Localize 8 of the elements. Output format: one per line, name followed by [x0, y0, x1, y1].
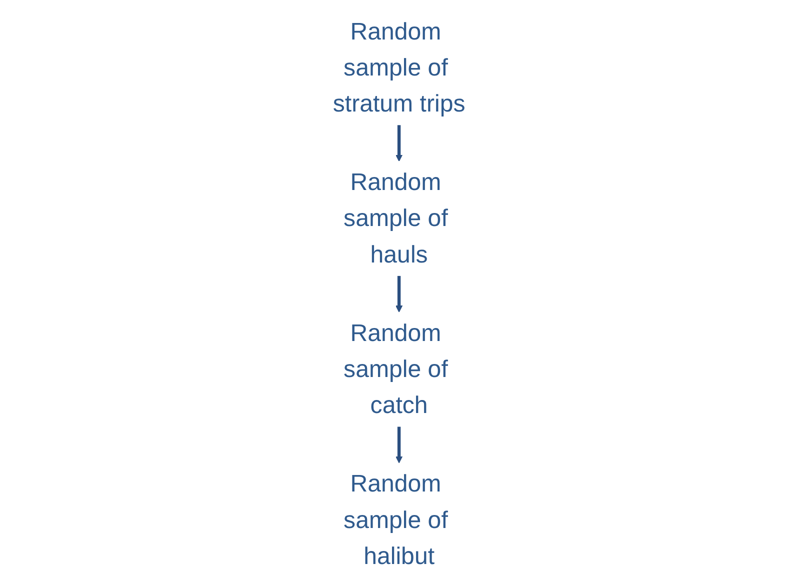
arrow	[395, 124, 403, 162]
arrow	[395, 275, 403, 312]
arrow	[395, 426, 403, 463]
node-text: Random sample of stratum trips	[332, 18, 466, 117]
node-text: Random sample of catch	[343, 320, 448, 418]
flow-diagram: Random sample of stratum trips Random sample of hauls Random sample of catch Random sample of halibut	[306, 4, 492, 584]
node-text: Random sample of halibut	[343, 470, 448, 570]
node-text: Random sample of hauls	[343, 168, 448, 268]
